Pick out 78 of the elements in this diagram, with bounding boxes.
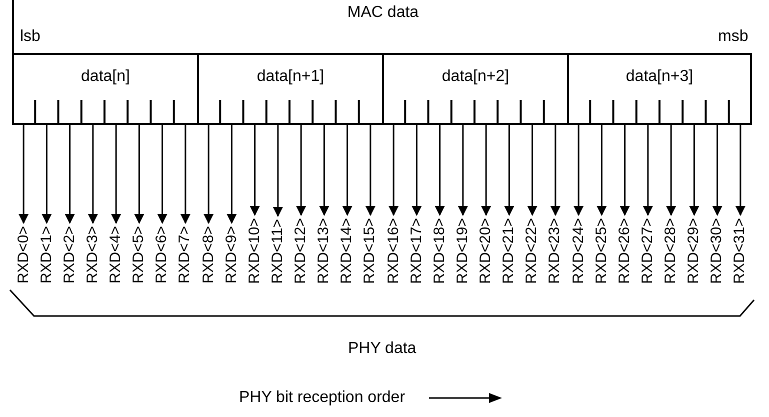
arrow bbox=[412, 125, 422, 216]
arrow bbox=[157, 125, 168, 224]
signal-name: RXD<1> bbox=[38, 226, 55, 284]
signal-name: RXD<25> bbox=[594, 218, 610, 284]
mac-data-frame bbox=[12, 0, 752, 125]
arrow bbox=[134, 125, 144, 224]
frame-heading: MAC data bbox=[346, 4, 420, 22]
signal-name: RXD<7> bbox=[177, 226, 194, 284]
arrow bbox=[88, 125, 98, 224]
arrow bbox=[272, 125, 283, 217]
signal-name: RXD<13> bbox=[316, 218, 332, 284]
byte-box bbox=[382, 53, 567, 125]
arrow bbox=[388, 125, 399, 216]
signal-name: RXD<2> bbox=[62, 226, 78, 284]
arrow bbox=[458, 125, 468, 216]
arrow bbox=[204, 125, 214, 224]
signal-name: RXD<16> bbox=[386, 218, 402, 284]
signal-name: RXD<19> bbox=[454, 218, 471, 284]
arrow bbox=[434, 125, 445, 216]
byte-label: data[n+3] bbox=[624, 68, 694, 86]
arrow bbox=[342, 125, 352, 216]
signal-name: RXD<29> bbox=[686, 218, 702, 284]
signal-name: RXD<20> bbox=[478, 218, 494, 284]
signal-name: RXD<30> bbox=[709, 218, 726, 284]
signal-name: RXD<9> bbox=[224, 226, 240, 284]
arrow bbox=[574, 125, 584, 216]
signal-name: RXD<11> bbox=[270, 219, 286, 284]
arrow bbox=[504, 125, 514, 216]
arrow bbox=[596, 125, 607, 216]
signal-name: RXD<4> bbox=[108, 226, 124, 284]
signal-name: RXD<6> bbox=[154, 226, 170, 284]
bit-order-label: msb bbox=[718, 28, 748, 46]
signal-name: RXD<10> bbox=[246, 218, 263, 284]
arrow bbox=[527, 125, 538, 216]
arrow bbox=[550, 125, 560, 216]
arrow bbox=[226, 125, 237, 224]
signal-name: RXD<18> bbox=[432, 218, 448, 284]
arrow bbox=[180, 125, 190, 224]
byte-box bbox=[567, 53, 752, 125]
arrow bbox=[712, 125, 722, 216]
arrow bbox=[666, 125, 676, 216]
arrow bbox=[365, 125, 376, 216]
arrow bbox=[481, 125, 492, 216]
arrow bbox=[642, 125, 653, 216]
arrow bbox=[42, 125, 52, 224]
arrow bbox=[296, 125, 306, 216]
arrow bbox=[319, 125, 330, 216]
arrow bbox=[735, 125, 746, 216]
byte-label: data[n+2] bbox=[440, 68, 510, 86]
arrow bbox=[250, 125, 260, 216]
signal-name: RXD<14> bbox=[339, 218, 356, 284]
byte-label: data[n] bbox=[80, 68, 131, 86]
signal-name: RXD<21> bbox=[501, 218, 518, 284]
signal-name: RXD<27> bbox=[640, 218, 656, 284]
order-label: PHY bit reception order bbox=[239, 389, 406, 407]
signal-name: RXD<12> bbox=[293, 218, 310, 284]
arrow bbox=[689, 125, 700, 216]
signal-name: RXD<5> bbox=[131, 226, 148, 284]
signal-name: RXD<24> bbox=[570, 218, 587, 284]
signal-name: RXD<8> bbox=[200, 226, 217, 284]
arrow bbox=[111, 125, 122, 224]
bracket-label: PHY data bbox=[348, 340, 416, 358]
arrow bbox=[620, 125, 630, 216]
signal-name: RXD<23> bbox=[547, 218, 564, 284]
signal-name: RXD<0> bbox=[16, 226, 32, 284]
signal-name: RXD<15> bbox=[362, 218, 378, 284]
signal-name: RXD<22> bbox=[524, 218, 540, 284]
byte-box bbox=[197, 53, 382, 125]
signal-name: RXD<31> bbox=[732, 218, 748, 284]
arrow bbox=[18, 125, 29, 224]
signal-name: RXD<26> bbox=[616, 218, 633, 284]
signal-name: RXD<28> bbox=[663, 218, 680, 284]
signal-name: RXD<17> bbox=[408, 218, 425, 284]
signal-name: RXD<3> bbox=[84, 226, 101, 284]
bit-order-label: lsb bbox=[20, 28, 40, 46]
byte-box bbox=[12, 53, 197, 125]
arrow bbox=[64, 125, 75, 224]
byte-label: data[n+1] bbox=[256, 68, 326, 86]
